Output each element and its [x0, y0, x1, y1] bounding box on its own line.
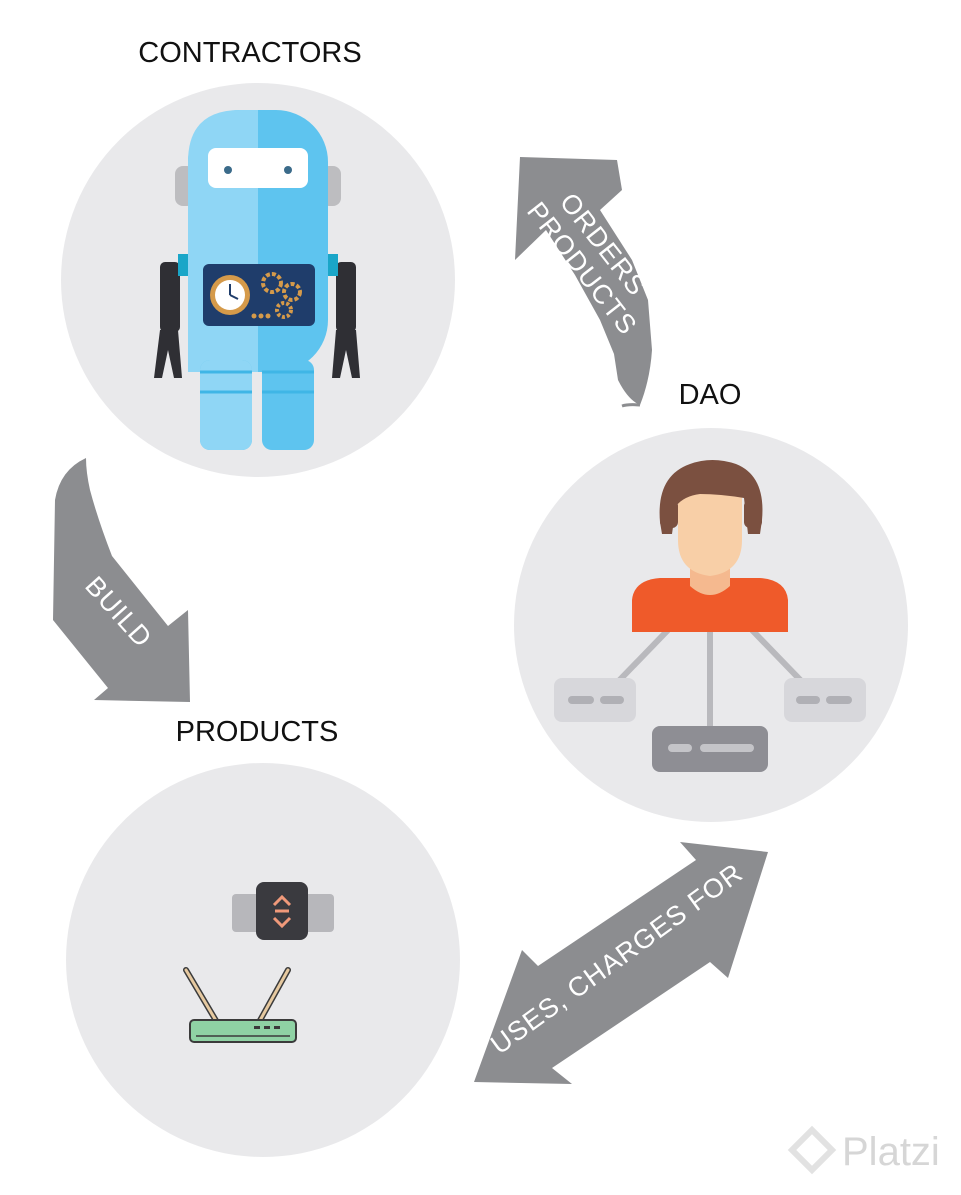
contractors-label: CONTRACTORS: [138, 37, 361, 69]
dao-label: DAO: [679, 379, 742, 411]
dao-person-network-icon: [554, 460, 866, 772]
products-circle: [66, 763, 460, 1157]
build-arrow: BUILD: [53, 458, 190, 702]
platzi-watermark: Platzi: [787, 1125, 940, 1175]
uses-charges-for-arrow: USES, CHARGES FOR: [474, 842, 768, 1084]
robot-icon: [154, 110, 360, 450]
smartwatch-icon: [232, 882, 334, 940]
orders-products-arrow: ORDERS PRODUCTS: [515, 157, 652, 408]
router-icon: [183, 967, 297, 1043]
watermark-text: Platzi: [842, 1130, 940, 1174]
products-label-heading: PRODUCTS: [176, 716, 339, 748]
